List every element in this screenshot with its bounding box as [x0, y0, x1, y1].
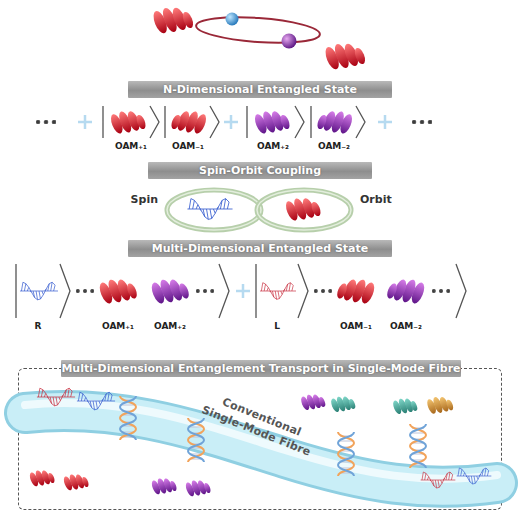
fibre-panel: Multi-Dimensional Entanglement Transport…	[18, 368, 502, 510]
state-label: L	[274, 321, 280, 332]
section-band: Spin-Orbit Coupling	[148, 162, 372, 179]
band-title: Multi-Dimensional Entangled State	[152, 242, 369, 255]
state-label: OAM₋₁	[340, 321, 372, 332]
spin-oval: Spin	[164, 187, 264, 233]
band-title: N-Dimensional Entangled State	[163, 83, 357, 96]
atom-illustration	[151, 6, 367, 71]
ket-row-multi-dimensional	[16, 264, 466, 318]
state-label: R	[35, 321, 42, 332]
state-label: OAM₋₁	[172, 141, 204, 152]
state-label: OAM₊₁	[115, 141, 147, 152]
state-label: OAM₋₂	[318, 141, 350, 152]
fibre-tube	[25, 383, 497, 507]
orbit-oval: Orbit	[254, 187, 354, 233]
oval-outline	[164, 187, 264, 233]
state-label: OAM₊₂	[257, 141, 289, 152]
section-band: N-Dimensional Entangled State	[128, 81, 392, 98]
oval-label: Spin	[131, 193, 158, 206]
single-mode-fibre: Conventional Single-Mode Fibre	[25, 383, 497, 507]
state-label: OAM₊₂	[154, 321, 186, 332]
panel-heading-band: Multi-Dimensional Entanglement Transport…	[61, 360, 461, 377]
oval-outline	[254, 187, 354, 233]
oval-label: Orbit	[360, 193, 392, 206]
band-title: Spin-Orbit Coupling	[199, 164, 321, 177]
ket-row-n-dimensional	[36, 106, 431, 138]
section-band: Multi-Dimensional Entangled State	[128, 240, 392, 257]
state-label: OAM₋₂	[390, 321, 422, 332]
fibre-decoration	[28, 388, 491, 497]
state-label: OAM₊₁	[102, 321, 134, 332]
